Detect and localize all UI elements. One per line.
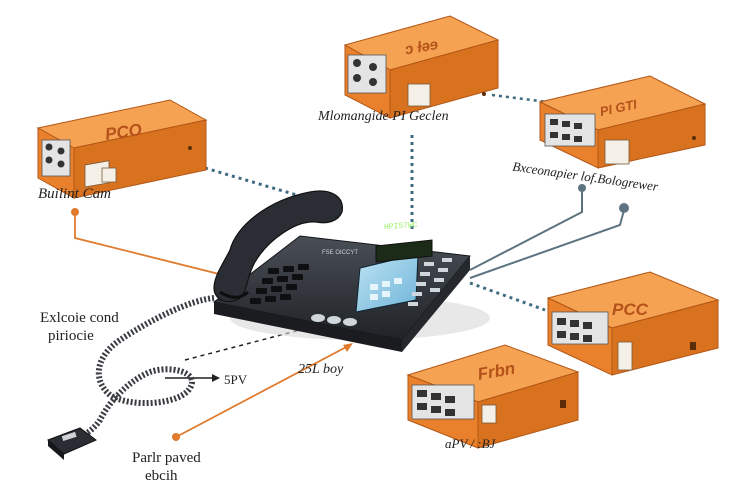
device-top-center-caption: Mlomangide PI Geclen [317,109,449,124]
label-spv: 5PV [224,372,248,387]
ports-bottom [411,384,497,424]
device-top-left-caption: Builint Cam [38,186,111,202]
phone-function-keys[interactable] [408,258,452,306]
device-bottom-caption: ɑPV / :BJ [445,436,497,451]
grey-link-2 [469,209,625,279]
dashed-link-top-right [491,93,549,104]
label-left-bottom-1: Parlr paved [132,450,201,466]
device-top-center[interactable]: ɔ ƚǝɘ Mlomangide PI Geclen [317,15,500,124]
phone-handset [213,190,343,303]
label-center-bottom: 25L boy [298,362,344,377]
label-left-top-2: piriocie [48,328,94,344]
phone-display [375,239,433,263]
device-top-left[interactable]: PCO Builint Cam [36,99,208,202]
orange-link-bottom-dot [172,433,180,441]
device-top-right[interactable]: PI GTI Bxceonapier lof.Bologrewer [512,75,707,194]
device-right[interactable]: PCC [546,271,720,376]
ports-right [551,311,633,371]
cord-plug [47,427,97,460]
grey-link-2-dot [619,203,629,213]
dashed-link-top-left [204,166,301,198]
device-bottom[interactable]: Frbn ɑPV / :BJ [406,344,580,451]
connectors [71,93,629,441]
phone-keypad[interactable] [250,264,309,304]
device-top-left-brand: PCO [104,120,143,144]
device-top-center-brand: ɔ ƚǝɘ [404,36,440,59]
coiled-cord [69,295,215,443]
orange-arrow-head [343,343,353,352]
grey-link-1 [469,190,583,271]
ports-top-left [41,139,71,177]
dashed-link-right [469,281,546,312]
label-left-bottom-2: ebcih [145,468,178,484]
orange-link-bottom [177,344,351,437]
phone-screen-icons [370,278,402,300]
orange-link-top [74,212,236,279]
ports-top-right [544,113,630,165]
phone-soft-keys[interactable] [311,314,357,326]
ports-top-center [347,54,431,107]
spv-arrow-head [212,374,220,382]
label-left-top-1: Exlcoie cond [40,310,119,326]
phone-display-text: HPI57WC [384,221,418,232]
phone-label: FSE OICCYT [322,250,358,256]
device-right-brand: PCC [612,300,649,319]
grey-link-1-dot [578,184,586,192]
desk-phone[interactable]: HPI57WC FSE OICCYT [212,190,490,352]
orange-link-top-dot [71,208,79,216]
